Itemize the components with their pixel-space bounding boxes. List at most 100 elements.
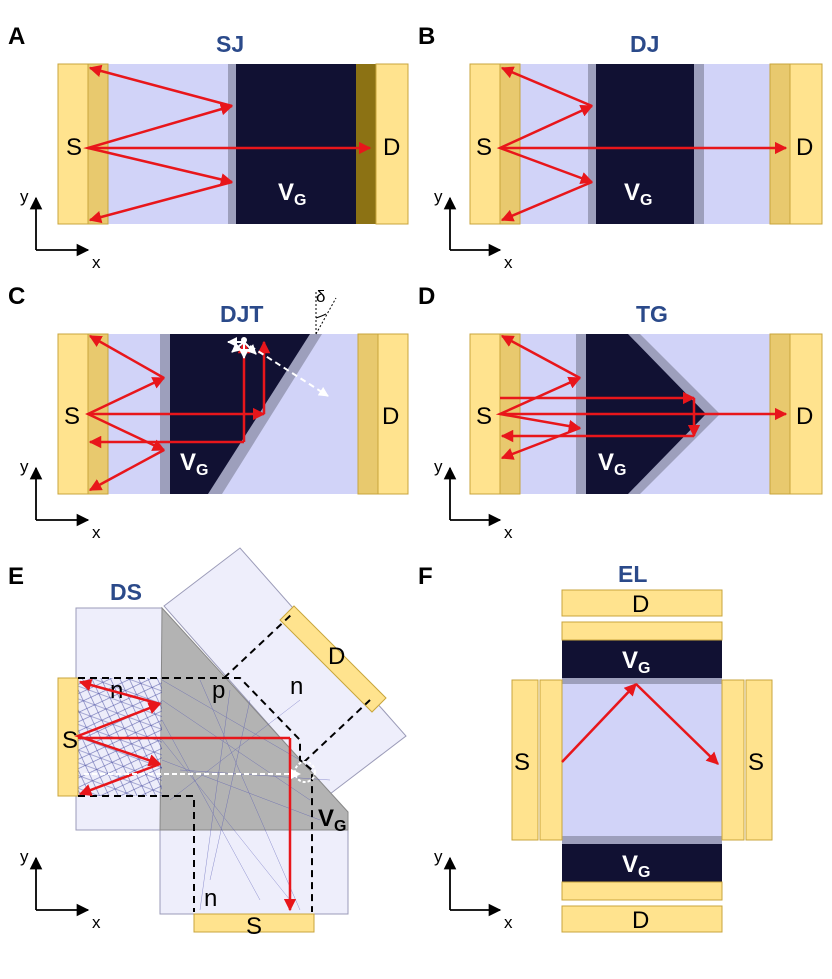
panel-e: E DS n p n n S S D VG <box>8 547 407 940</box>
axis-x-label: x <box>504 253 513 272</box>
gate <box>596 64 694 224</box>
trajectories <box>495 334 788 460</box>
source-label: S <box>476 403 492 430</box>
drain-top-label: D <box>632 591 649 618</box>
panel-f: F EL D D S S VG VG y x <box>418 561 773 934</box>
axes: y x <box>20 847 101 932</box>
drain-label: D <box>382 403 399 430</box>
axis-x-label: x <box>92 253 101 272</box>
drain-edge-top <box>561 621 723 641</box>
axis-x-label: x <box>92 523 101 542</box>
axes: y x <box>434 457 513 542</box>
panel-b: B DJ S D VG y x <box>418 23 823 272</box>
panel-label: A <box>8 23 25 50</box>
source-contact-bottom <box>193 913 315 933</box>
gate-top <box>562 640 722 678</box>
panel-title: EL <box>618 561 647 587</box>
source-label: S <box>66 134 82 161</box>
source-left-label: S <box>514 749 530 776</box>
drain-edge-bottom <box>561 881 723 901</box>
panel-title: DS <box>110 579 142 605</box>
drain-contact <box>789 333 823 495</box>
drain-label: D <box>383 134 400 161</box>
angle-label: δ <box>316 287 325 306</box>
axis-y-label: y <box>434 457 443 476</box>
scatter-arrows <box>84 761 316 783</box>
n-region-bottom <box>159 829 349 915</box>
axis-y-label: y <box>434 187 443 206</box>
panel-title: SJ <box>216 31 244 57</box>
panel-label: C <box>8 283 25 310</box>
channel <box>562 680 722 840</box>
axes: y x <box>20 187 101 272</box>
panel-title: TG <box>636 301 668 327</box>
panel-title: DJT <box>220 301 263 327</box>
drain-edge <box>769 63 791 225</box>
source-contact-right <box>745 679 773 841</box>
gate-bottom-label: VG <box>622 851 650 881</box>
gate-bottom <box>562 844 722 882</box>
source-right-label: S <box>748 749 764 776</box>
angle-marker: δ <box>315 287 337 335</box>
axis-x-label: x <box>504 523 513 542</box>
source-left-label: S <box>62 727 78 754</box>
panel-title: DJ <box>630 31 659 57</box>
drain-contact <box>279 605 387 713</box>
gate-bottom-edge <box>562 836 722 846</box>
drain-label: D <box>328 643 345 670</box>
panel-a: A SJ S D VG y x <box>8 23 409 272</box>
gate-label: VG <box>318 805 346 835</box>
region-p-label: p <box>212 677 225 704</box>
source-contact <box>57 63 89 225</box>
axis-y-label: y <box>20 847 29 866</box>
axes: y x <box>434 187 513 272</box>
trajectories <box>496 66 788 222</box>
trajectories <box>85 334 271 492</box>
panel-d: D TG S D VG y x <box>418 283 823 542</box>
source-label: S <box>64 403 80 430</box>
drain-bottom-label: D <box>632 907 649 934</box>
axes: y x <box>20 457 101 542</box>
drain-edge <box>357 333 379 495</box>
panel-label: E <box>8 563 24 590</box>
source-label: S <box>476 134 492 161</box>
gate-label: VG <box>598 449 626 479</box>
source-contact-left <box>511 679 539 841</box>
axis-x-label: x <box>92 913 101 932</box>
panel-c: C DJT S D VG <box>8 283 409 542</box>
region-n1-label: n <box>110 677 123 704</box>
gate-top-edge <box>562 676 722 684</box>
axis-y-label: y <box>434 847 443 866</box>
scatter-arrows <box>227 337 329 397</box>
scatter-point <box>241 337 247 343</box>
source-edge-left <box>539 679 563 841</box>
region-n3-label: n <box>204 885 217 912</box>
axis-x-label: x <box>504 913 513 932</box>
drain-contact <box>789 63 823 225</box>
trajectories <box>561 683 719 765</box>
axis-y-label: y <box>20 187 29 206</box>
drain-contact <box>375 63 409 225</box>
drain-contact <box>377 333 409 495</box>
drain-edge <box>356 64 376 224</box>
source-contact <box>469 63 501 225</box>
trajectories <box>83 64 372 224</box>
trajectories <box>74 678 297 912</box>
drain-label: D <box>796 134 813 161</box>
gate-label: VG <box>624 179 652 209</box>
drain-label: D <box>796 403 813 430</box>
panel-label: D <box>418 283 435 310</box>
drain-contact-bottom <box>561 905 723 933</box>
gate-label: VG <box>278 179 306 209</box>
panel-label: B <box>418 23 435 50</box>
source-contact <box>57 333 89 495</box>
source-edge-right <box>721 679 745 841</box>
gate-top-label: VG <box>622 647 650 677</box>
axes: y x <box>434 847 513 932</box>
dashed-outline <box>78 613 371 912</box>
panel-label: F <box>418 563 433 590</box>
drain-contact-top <box>561 589 723 617</box>
region-n2-label: n <box>290 673 303 700</box>
gate-label: VG <box>180 449 208 479</box>
